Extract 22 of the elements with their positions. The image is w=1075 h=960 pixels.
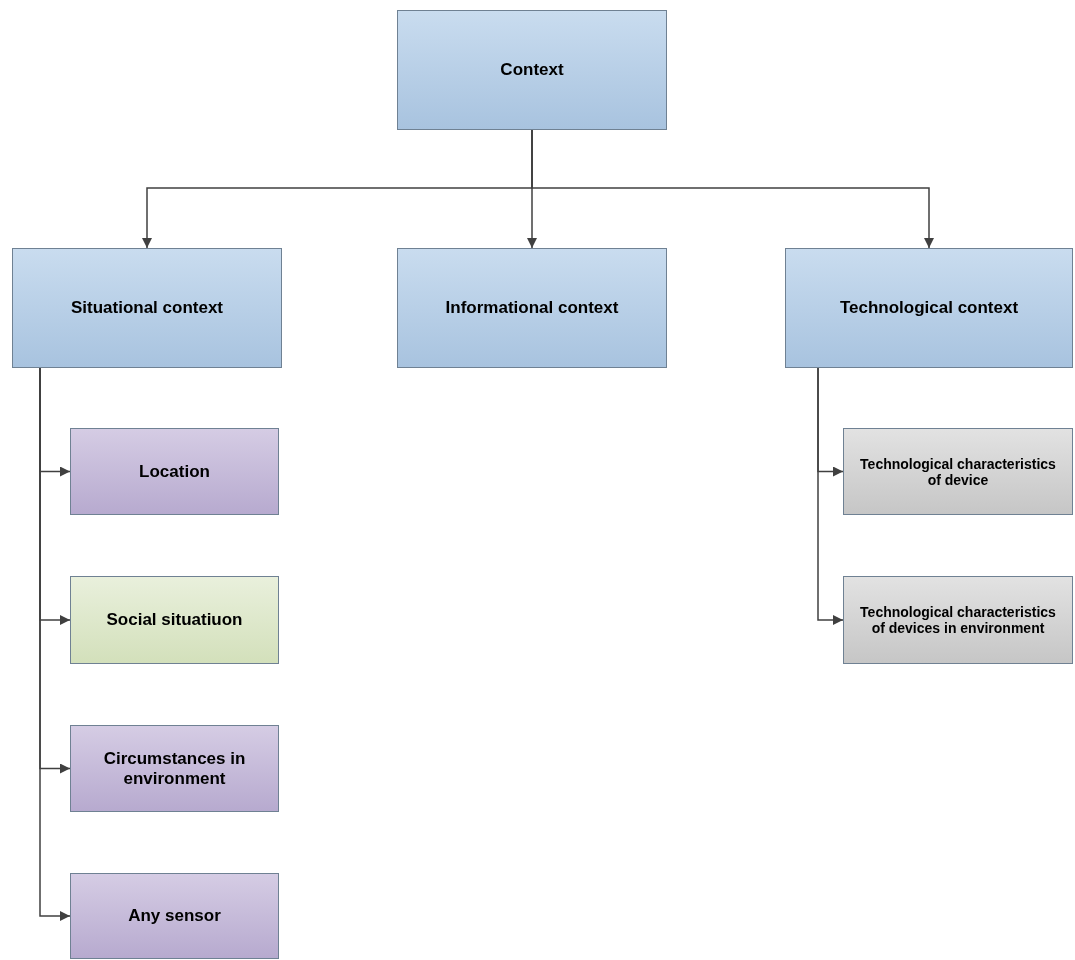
box-label: Context	[500, 60, 564, 80]
box-label: Situational context	[70, 298, 224, 318]
item-box	[70, 873, 279, 959]
item-box	[843, 428, 1073, 515]
item-box	[70, 428, 279, 515]
box-label: Informational context	[445, 298, 619, 318]
box-label: Technological characteristics of devices in environment	[859, 604, 1057, 636]
category-box	[397, 248, 667, 368]
item-box	[843, 576, 1073, 664]
category-box	[12, 248, 282, 368]
box-label: Circumstances in environment	[102, 748, 247, 789]
connector-arrow	[531, 129, 934, 249]
category-box	[785, 248, 1073, 368]
box-label: Location	[139, 461, 210, 482]
item-box	[70, 576, 279, 664]
box-label: Social situatiuon	[106, 610, 243, 630]
box-label: Technological characteristics of device	[859, 455, 1057, 488]
box-label: Any sensor	[128, 906, 221, 926]
item-box	[70, 725, 279, 812]
concept-box	[397, 10, 667, 130]
box-label: Technological context	[839, 298, 1019, 318]
connector-arrow	[817, 367, 844, 625]
